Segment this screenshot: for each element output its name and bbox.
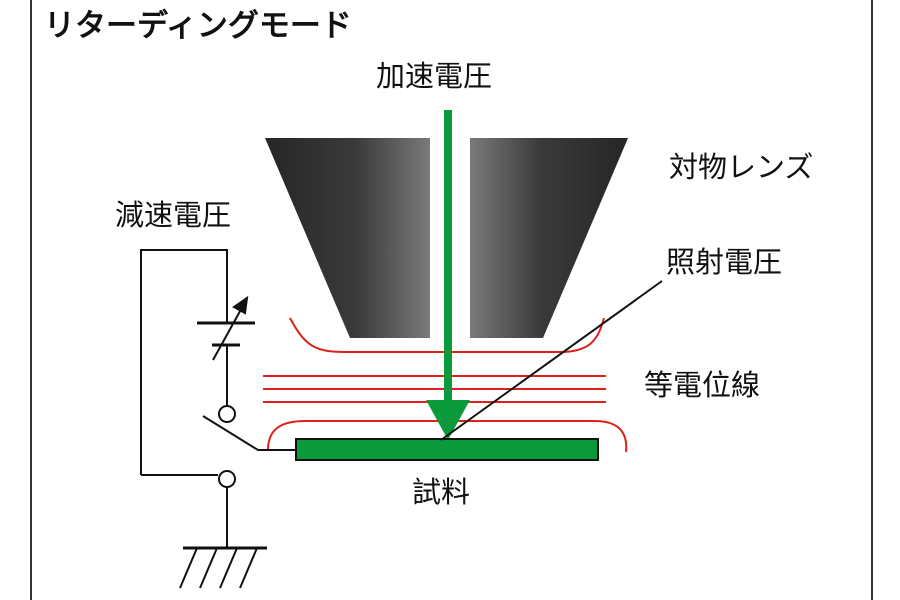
label-acceleration-voltage: 加速電圧 xyxy=(376,59,493,93)
ground-hatch-3 xyxy=(219,547,238,589)
lens-right-pole xyxy=(470,138,628,338)
equipotential-line-1 xyxy=(289,317,605,353)
beam-arrowhead xyxy=(426,400,470,440)
beam-shaft xyxy=(444,110,452,402)
diagram-title: リターディングモード xyxy=(44,8,352,44)
label-equipotential-lines: 等電位線 xyxy=(644,368,761,402)
label-deceleration-voltage: 減速電圧 xyxy=(115,198,232,232)
ground-hatch-2 xyxy=(199,547,218,589)
specimen-plate xyxy=(295,438,599,461)
ground-hatch-1 xyxy=(179,547,198,589)
switch-terminal-bottom xyxy=(218,470,236,488)
irradiation-leader-line xyxy=(440,280,663,441)
circuit-wire-top xyxy=(140,249,228,475)
deceleration-circuit xyxy=(140,249,296,548)
switch-blade xyxy=(202,415,259,451)
switch-terminal-top xyxy=(218,405,236,423)
label-objective-lens: 対物レンズ xyxy=(669,150,814,184)
label-irradiation-voltage: 照射電圧 xyxy=(666,245,783,279)
variable-voltage-source-icon xyxy=(197,295,255,361)
ground-icon xyxy=(179,546,267,589)
ground-hatch-4 xyxy=(239,547,258,589)
switch-icon xyxy=(202,405,259,488)
lens-left-pole xyxy=(265,138,430,338)
label-specimen: 試料 xyxy=(412,475,471,509)
variable-arrow-shaft xyxy=(212,303,245,361)
variable-arrow-head xyxy=(232,295,249,315)
objective-lens-icon xyxy=(265,138,628,338)
electron-beam-arrow-icon xyxy=(426,110,470,440)
